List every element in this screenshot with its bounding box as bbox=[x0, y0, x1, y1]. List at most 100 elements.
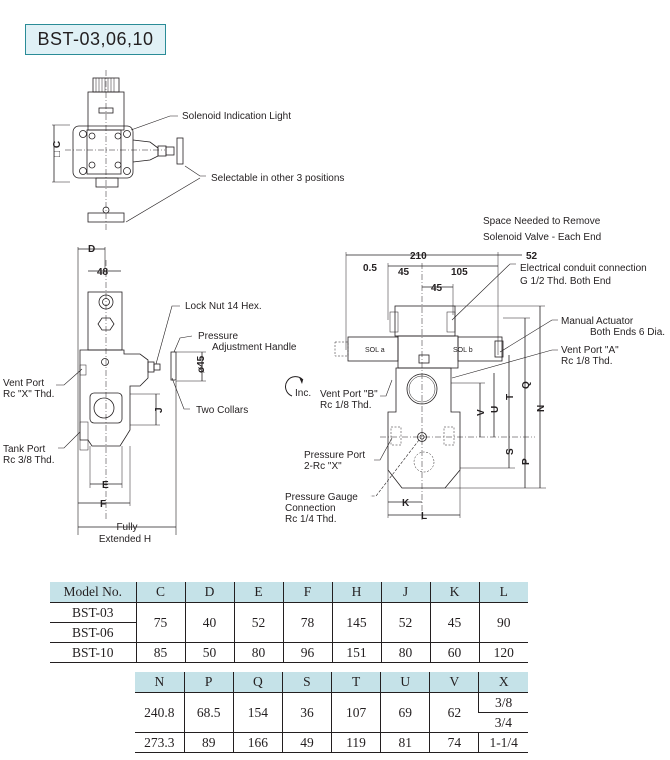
space-label-1: Space Needed to Remove bbox=[483, 216, 601, 227]
dimension-table-2: N P Q S T U V X 240.8 68.5 154 36 107 69… bbox=[135, 672, 528, 753]
tank-port-thread-label: Rc 3/8 Thd. bbox=[3, 455, 55, 466]
vent-b-label-1: Vent Port "B" bbox=[320, 389, 378, 400]
header-cell: V bbox=[429, 672, 479, 693]
sol-a-label: SOL a bbox=[365, 347, 385, 354]
solenoid-valve-top bbox=[394, 305, 456, 337]
vent-a-label-1: Vent Port "A" bbox=[561, 345, 619, 356]
dim-c-label: □ C bbox=[52, 141, 63, 157]
gauge-label-1: Pressure Gauge bbox=[285, 492, 358, 503]
dim-k-label: K bbox=[402, 498, 410, 509]
table-row: 240.8 68.5 154 36 107 69 62 3/8 bbox=[135, 692, 528, 733]
value-cell: 74 bbox=[429, 732, 479, 753]
header-cell: T bbox=[330, 672, 381, 693]
hex-plug bbox=[97, 317, 115, 331]
value-cell: 80 bbox=[380, 642, 430, 663]
tank-port-label: Tank Port bbox=[3, 444, 45, 455]
value-cell: 50 bbox=[184, 642, 234, 663]
adjustment-handle-label: Adjustment Handle bbox=[212, 342, 297, 353]
dim-u-label: U bbox=[490, 406, 501, 413]
dim-105-label: 105 bbox=[451, 267, 468, 278]
dim-v-label: V bbox=[476, 409, 487, 416]
conduit-label-1: Electrical conduit connection bbox=[520, 263, 647, 274]
dim-45a-label: 45 bbox=[398, 267, 410, 278]
value-cell: 68.5 bbox=[183, 692, 234, 733]
header-cell: F bbox=[282, 582, 332, 603]
main-port bbox=[406, 373, 438, 405]
value-cell: 80 bbox=[233, 642, 283, 663]
selectable-label: Selectable in other 3 positions bbox=[211, 173, 344, 184]
value-cell: 240.8 bbox=[135, 692, 185, 733]
value-cell: 107 bbox=[330, 692, 381, 733]
main-body bbox=[79, 349, 149, 447]
value-cell: 81 bbox=[380, 732, 430, 753]
value-cell: 78 bbox=[282, 602, 332, 643]
dim-d-label: D bbox=[88, 244, 95, 255]
header-cell: U bbox=[380, 672, 430, 693]
dim-05-label: 0.5 bbox=[363, 263, 377, 274]
manual-actuator bbox=[494, 340, 504, 358]
value-cell: 90 bbox=[478, 602, 528, 643]
value-cell: 75 bbox=[135, 602, 185, 643]
dim-f-label: F bbox=[100, 499, 106, 510]
value-cell: 89 bbox=[183, 732, 234, 753]
value-cell: 1-1/4 bbox=[478, 732, 528, 753]
pressure-label: Pressure bbox=[198, 331, 238, 342]
leader-line bbox=[130, 115, 178, 131]
conduit-label-2: G 1/2 Thd. Both End bbox=[520, 276, 611, 287]
header-cell: X bbox=[478, 672, 528, 693]
dim-j-label: J bbox=[154, 407, 165, 413]
table-row: 273.3 89 166 49 119 81 74 1-1/4 bbox=[135, 732, 528, 753]
value-cell: 85 bbox=[135, 642, 185, 663]
indicator-light bbox=[98, 107, 114, 114]
solenoid-light-label: Solenoid Indication Light bbox=[182, 111, 291, 122]
value-cell: 52 bbox=[233, 602, 283, 643]
dim-n-label: N bbox=[536, 405, 547, 412]
side-view: D 48 ø45 J E F Fully Extended H L bbox=[3, 244, 311, 545]
vent-port-thread-label: Rc "X" Thd. bbox=[3, 389, 54, 400]
header-cell: C bbox=[135, 582, 185, 603]
dim-48-label: 48 bbox=[97, 267, 109, 278]
adjuster-housing bbox=[132, 139, 159, 163]
manual-actuator-label-1: Manual Actuator bbox=[561, 316, 634, 327]
value-cell: 52 bbox=[380, 602, 430, 643]
header-cell: H bbox=[331, 582, 381, 603]
header-cell: Q bbox=[232, 672, 283, 693]
value-cell: 60 bbox=[429, 642, 479, 663]
dimension-drawing: □ C Solenoid Indication Light Selectable… bbox=[3, 70, 665, 545]
table-row: 3/4 bbox=[135, 712, 528, 733]
lock-nut-label: Lock Nut 14 Hex. bbox=[185, 301, 262, 312]
sol-b-label: SOL b bbox=[453, 347, 473, 354]
value-cell: 96 bbox=[282, 642, 332, 663]
dimension-table-1: Model No. C D E F H J K L BST-03 75 40 5… bbox=[50, 582, 528, 663]
space-label-2: Solenoid Valve - Each End bbox=[483, 232, 601, 243]
dim-210-label: 210 bbox=[410, 251, 427, 262]
vent-a-label-2: Rc 1/8 Thd. bbox=[561, 356, 613, 367]
value-cell: 3/4 bbox=[478, 712, 528, 733]
base-body bbox=[387, 367, 461, 489]
dim-52-label: 52 bbox=[526, 251, 538, 262]
header-cell: K bbox=[429, 582, 479, 603]
value-cell: 3/8 bbox=[478, 692, 528, 713]
value-cell: 120 bbox=[478, 642, 528, 663]
solenoid-b bbox=[457, 336, 503, 362]
handle-knob bbox=[176, 137, 184, 165]
value-cell: 119 bbox=[330, 732, 381, 753]
value-cell: 45 bbox=[429, 602, 479, 643]
main-port bbox=[93, 397, 115, 419]
value-cell: 69 bbox=[380, 692, 430, 733]
header-cell: L bbox=[478, 582, 528, 603]
dim-45b-label: 45 bbox=[431, 283, 443, 294]
vent-port-label: Vent Port bbox=[3, 378, 44, 389]
model-cell: BST-10 bbox=[50, 642, 136, 663]
table-row: BST-06 bbox=[50, 622, 528, 643]
table-header-row: Model No. C D E F H J K L bbox=[50, 582, 528, 603]
table-row: BST-10 85 50 80 96 151 80 60 120 bbox=[50, 642, 528, 663]
value-cell: 273.3 bbox=[135, 732, 185, 753]
two-collars-label: Two Collars bbox=[196, 405, 248, 416]
extended-h-label: Extended H bbox=[99, 534, 151, 545]
header-cell: P bbox=[183, 672, 234, 693]
value-cell: 40 bbox=[184, 602, 234, 643]
table-header-row: N P Q S T U V X bbox=[135, 672, 528, 693]
value-cell: 49 bbox=[281, 732, 332, 753]
value-cell: 145 bbox=[331, 602, 381, 643]
